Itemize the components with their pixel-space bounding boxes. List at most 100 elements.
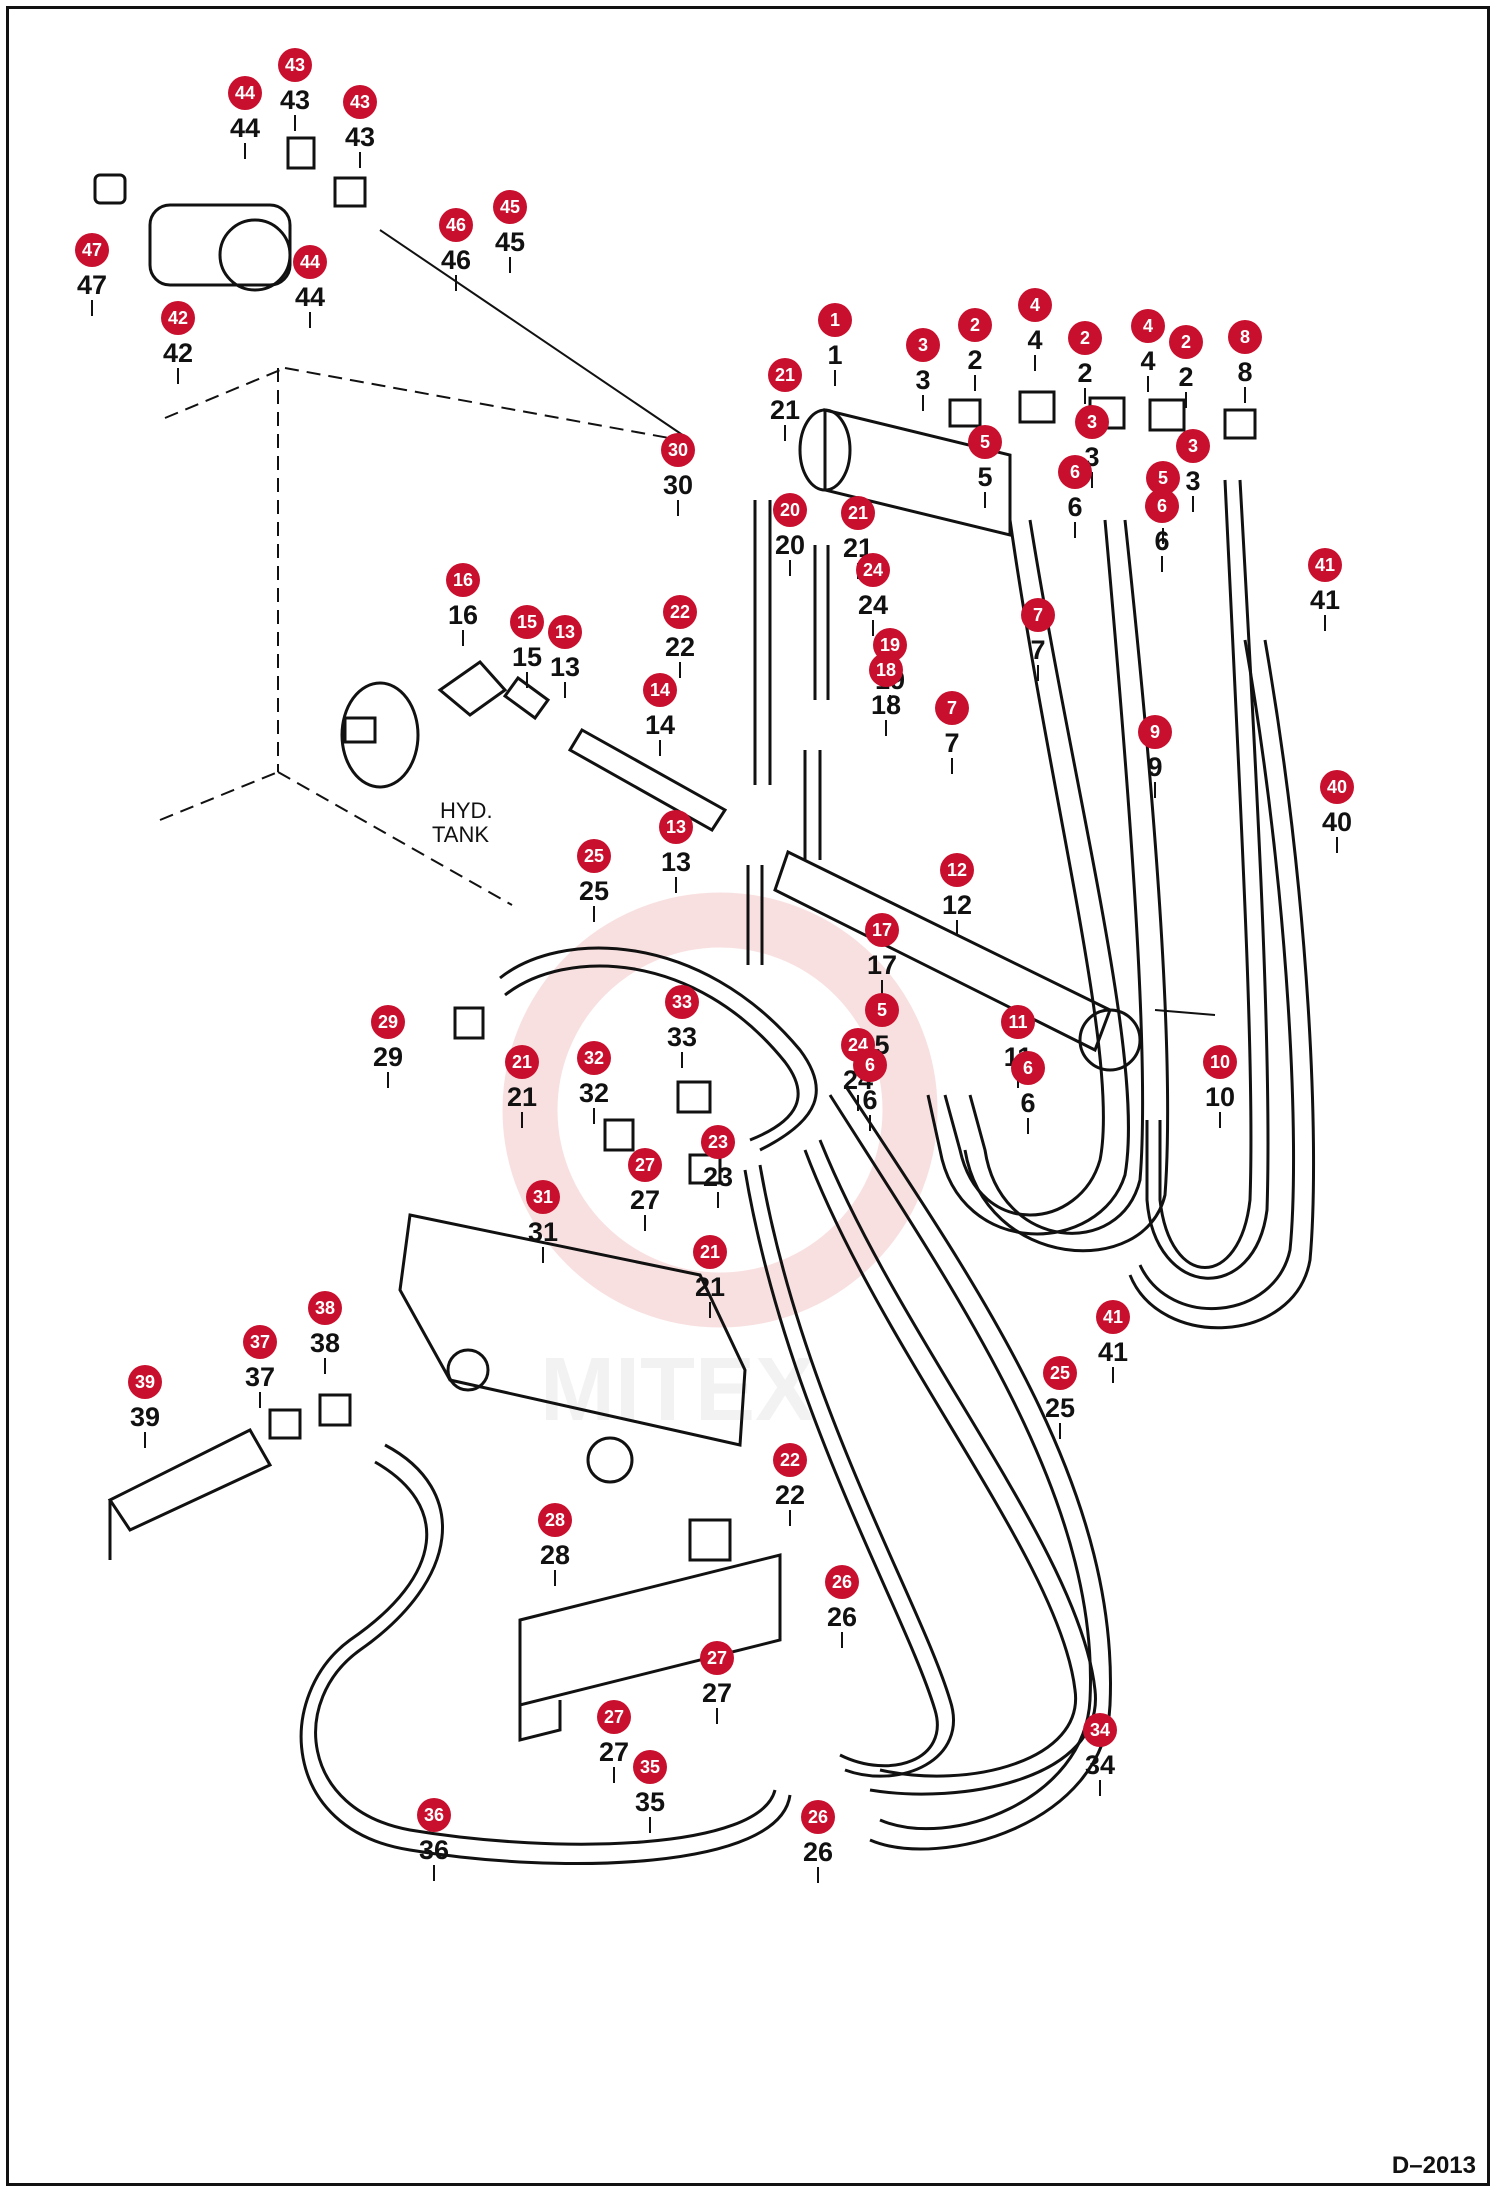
callout-marker: [1018, 288, 1052, 322]
callout-number: 14: [650, 680, 670, 700]
callout-marker: [75, 233, 109, 267]
part-number-label: 26: [803, 1837, 833, 1867]
callout-number: 26: [832, 1572, 852, 1592]
callout-marker: [538, 1503, 572, 1537]
part-number-label: 33: [667, 1022, 697, 1052]
callout-number: 43: [350, 92, 370, 112]
callout-36: 36: [417, 1798, 451, 1832]
callout-30: 30: [661, 433, 695, 467]
callout-marker: [1146, 461, 1180, 495]
part-number-label: 14: [645, 710, 675, 740]
callout-number: 40: [1327, 777, 1347, 797]
part-number-label: 31: [528, 1217, 558, 1247]
callout-number: 6: [1023, 1058, 1033, 1078]
callout-1: 1: [818, 303, 852, 337]
callout-7: 7: [935, 691, 969, 725]
callout-number: 8: [1240, 327, 1250, 347]
part-number-label: 27: [630, 1185, 660, 1215]
callout-marker: [1228, 320, 1262, 354]
callout-marker: [243, 1325, 277, 1359]
callout-marker: [693, 1235, 727, 1269]
callout-33: 33: [665, 985, 699, 1019]
callout-marker: [493, 190, 527, 224]
callout-37: 37: [243, 1325, 277, 1359]
callout-number: 3: [1188, 436, 1198, 456]
part-number-label: 13: [661, 847, 691, 877]
callout-marker: [873, 628, 907, 662]
callout-number: 16: [453, 570, 473, 590]
callout-6: 6: [1011, 1051, 1045, 1085]
callout-number: 26: [808, 1807, 828, 1827]
callout-marker: [308, 1291, 342, 1325]
part-number-label: 4: [1027, 325, 1042, 355]
callout-marker: [1001, 1005, 1035, 1039]
callout-marker: [1176, 429, 1210, 463]
part-number-label: 40: [1322, 807, 1352, 837]
part-number-label: 34: [1085, 1750, 1115, 1780]
callout-marker: [1145, 489, 1179, 523]
part-number-label: 6: [1020, 1088, 1035, 1118]
callout-31: 31: [526, 1180, 560, 1214]
part-number-label: 22: [665, 632, 695, 662]
callout-number: 39: [135, 1372, 155, 1392]
callout-23: 23: [701, 1125, 735, 1159]
callout-40: 40: [1320, 770, 1354, 804]
callout-marker: [665, 985, 699, 1019]
callout-20: 20: [773, 493, 807, 527]
part-number-label: 47: [77, 270, 107, 300]
callout-6: 6: [1058, 455, 1092, 489]
callout-22: 22: [773, 1443, 807, 1477]
part-number-label: 1: [827, 340, 842, 370]
callout-number: 3: [1087, 412, 1097, 432]
callout-number: 21: [700, 1242, 720, 1262]
callout-number: 27: [707, 1648, 727, 1668]
part-number-label: 7: [1030, 635, 1045, 665]
callout-marker: [1169, 325, 1203, 359]
callout-marker: [505, 1045, 539, 1079]
part-number-label: 10: [1205, 1082, 1235, 1112]
callout-marker: [700, 1641, 734, 1675]
callout-marker: [228, 76, 262, 110]
callout-number: 12: [947, 860, 967, 880]
callout-marker: [1021, 598, 1055, 632]
part-number-label: 21: [507, 1082, 537, 1112]
callout-marker: [577, 839, 611, 873]
callout-3: 3: [906, 328, 940, 362]
callout-marker: [1096, 1300, 1130, 1334]
callout-number: 5: [980, 432, 990, 452]
part-number-label: 2: [1077, 358, 1092, 388]
callout-number: 9: [1150, 722, 1160, 742]
callout-marker: [1075, 405, 1109, 439]
callout-marker: [1320, 770, 1354, 804]
part-number-label: 15: [512, 642, 542, 672]
tank-label-2: TANK: [432, 822, 489, 847]
callout-marker: [293, 245, 327, 279]
part-number-label: 29: [373, 1042, 403, 1072]
callout-27: 27: [628, 1148, 662, 1182]
callout-number: 29: [378, 1012, 398, 1032]
callout-21: 21: [505, 1045, 539, 1079]
callout-6: 6: [1145, 489, 1179, 523]
part-number-label: 25: [1045, 1393, 1075, 1423]
callout-marker: [869, 653, 903, 687]
callout-12: 12: [940, 853, 974, 887]
part-number-label: 43: [345, 122, 375, 152]
callout-marker: [1308, 548, 1342, 582]
callout-marker: [548, 615, 582, 649]
tank-label-1: HYD.: [440, 798, 493, 823]
callout-21: 21: [841, 496, 875, 530]
callout-number: 25: [584, 846, 604, 866]
callout-number: 2: [970, 315, 980, 335]
watermark: MITEX: [502, 892, 938, 1440]
callout-26: 26: [801, 1800, 835, 1834]
callout-marker: [940, 853, 974, 887]
callout-marker: [801, 1800, 835, 1834]
callout-marker: [597, 1700, 631, 1734]
callout-21: 21: [768, 358, 802, 392]
callout-2: 2: [1169, 325, 1203, 359]
callout-marker: [643, 673, 677, 707]
callout-27: 27: [700, 1641, 734, 1675]
part-number-label: 18: [871, 690, 901, 720]
callout-number: 7: [947, 698, 957, 718]
part-number-label: 2: [967, 345, 982, 375]
